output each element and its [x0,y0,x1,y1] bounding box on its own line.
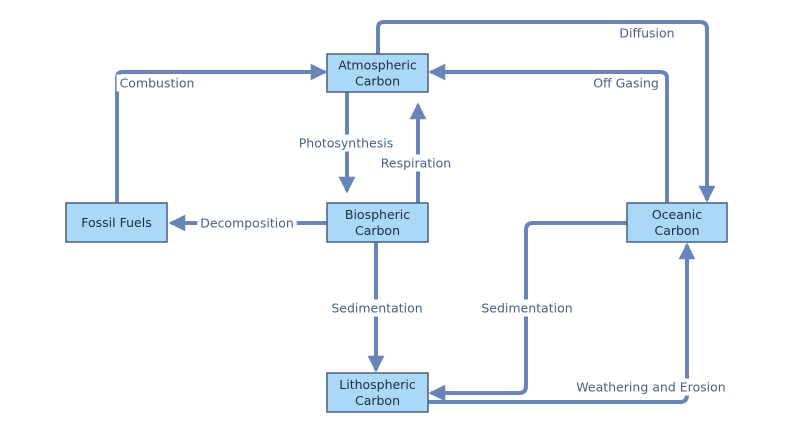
node-biospheric-box [326,202,429,243]
edge-label-weathering: Weathering and Erosion [573,378,729,396]
node-fossil-box [65,202,168,243]
svg-text:Combustion: Combustion [120,76,195,91]
svg-text:Sedimentation: Sedimentation [331,301,422,316]
node-fossil-label-line-1: Fossil Fuels [81,215,151,230]
node-oceanic-label-line-2: Carbon [654,223,699,238]
node-lithospheric-label-line-2: Carbon [355,393,400,408]
svg-text:Photosynthesis: Photosynthesis [299,136,394,151]
node-oceanic-label-line-1: Oceanic [652,207,702,222]
edge-weathering-arrow [428,242,696,404]
svg-text:Off Gasing: Off Gasing [593,76,659,91]
edge-label-diffusion: Diffusion [616,24,678,42]
edge-off-gasing-arrow [428,63,669,203]
edge-label-combustion: Combustion [116,74,198,92]
edge-combustion-arrow [115,63,328,203]
node-atmospheric-label-line-1: Atmospheric [338,58,417,73]
svg-text:Weathering and Erosion: Weathering and Erosion [576,380,725,395]
edge-diffusion-arrow [376,20,716,203]
node-biospheric-label-line-1: Biospheric [345,207,410,222]
node-fossil: Fossil Fuels [65,202,168,243]
edge-label-sedimentation-bio: Sedimentation [328,299,426,317]
svg-text:Decomposition: Decomposition [200,216,294,231]
svg-text:Respiration: Respiration [381,156,451,171]
svg-text:Diffusion: Diffusion [619,26,674,41]
node-atmospheric-box [326,53,429,93]
edge-label-sedimentation-ocean: Sedimentation [478,299,576,317]
edge-label-off-gasing: Off Gasing [590,74,662,92]
node-oceanic-box [626,202,728,243]
svg-text:Sedimentation: Sedimentation [481,301,572,316]
edge-label-photosynthesis: Photosynthesis [295,134,397,152]
node-lithospheric-label-line-1: Lithospheric [339,377,416,392]
edge-label-decomposition: Decomposition [197,214,297,232]
edge-label-respiration: Respiration [377,154,455,172]
node-lithospheric-box [326,372,429,413]
node-atmospheric-label-line-2: Carbon [355,74,400,89]
node-biospheric-label-line-2: Carbon [355,223,400,238]
